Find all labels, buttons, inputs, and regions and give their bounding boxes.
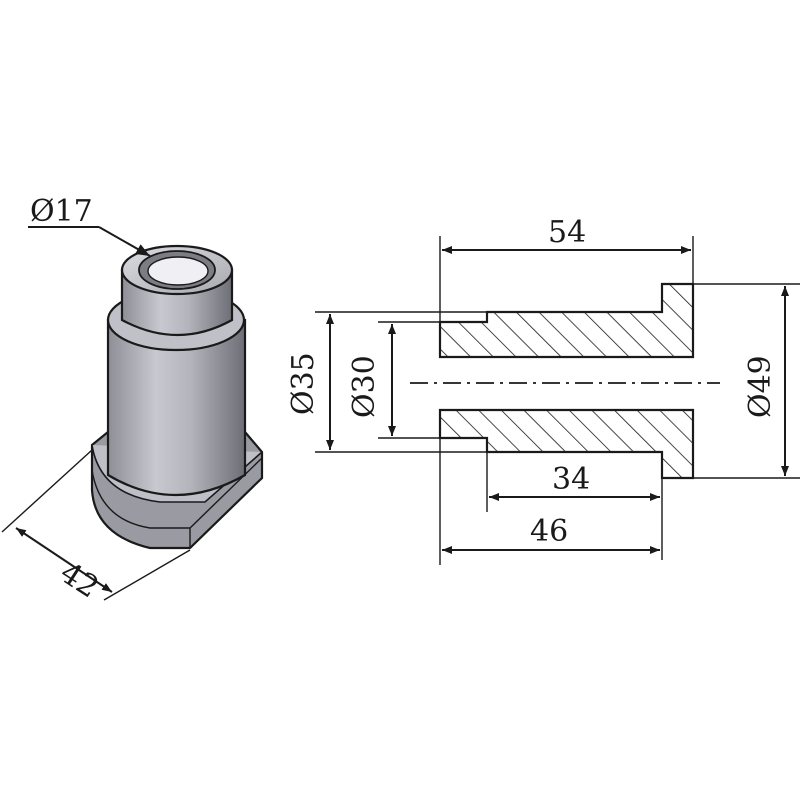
flange-diameter-label: Ø49 <box>743 355 778 418</box>
base-width-dim-line <box>15 527 113 593</box>
bore-leader-arrow <box>98 226 151 257</box>
shaft-length-label: 46 <box>530 514 568 549</box>
outer-diameter-label: Ø35 <box>286 352 321 415</box>
overall-length-label: 54 <box>548 215 586 250</box>
base-width-ext-right <box>103 549 191 601</box>
top-bore <box>138 250 216 290</box>
inner-diameter-label: Ø30 <box>347 355 382 418</box>
isometric-view: Ø17 42 <box>1 194 264 606</box>
base-width-ext-left <box>1 449 93 533</box>
section-view: 54 Ø35 Ø30 Ø49 34 46 <box>286 215 800 565</box>
base-width-label: 42 <box>54 555 105 605</box>
inner-length-label: 34 <box>552 462 590 497</box>
section-lower-half <box>438 408 695 480</box>
bore-diameter-label: Ø17 <box>30 194 93 229</box>
section-upper-half <box>438 282 695 359</box>
